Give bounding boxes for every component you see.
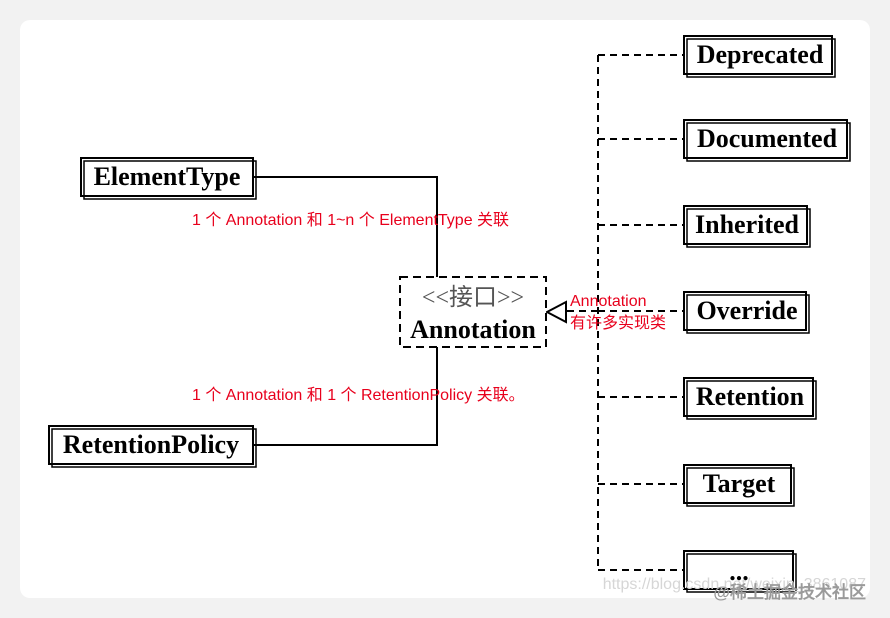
box-elementtype: ElementType xyxy=(80,157,257,200)
retentionpolicy-association-line xyxy=(253,347,438,446)
box-inherited: Inherited xyxy=(683,205,811,248)
author-watermark: @稀土掘金技术社区 xyxy=(713,583,866,602)
url-watermark: https://blog.csdn.net/weixin_3861087 xyxy=(602,576,866,593)
box-deprecated: Deprecated xyxy=(683,35,836,78)
box-retentionpolicy-label: RetentionPolicy xyxy=(63,430,239,459)
note-implementations-line1: Annotation xyxy=(570,293,647,310)
note-retentionpolicy-relation: 1 个 Annotation 和 1 个 RetentionPolicy 关联。 xyxy=(192,386,525,404)
box-elementtype-label: ElementType xyxy=(94,162,241,191)
box-inherited-label: Inherited xyxy=(695,210,800,239)
box-deprecated-label: Deprecated xyxy=(697,40,824,69)
box-override-label: Override xyxy=(696,296,797,325)
box-more: ... xyxy=(683,550,797,593)
interface-name: Annotation xyxy=(410,315,536,344)
diagram-card: <<接口>> Annotation ElementType RetentionP… xyxy=(20,20,870,598)
interface-stereotype: <<接口>> xyxy=(422,284,524,311)
box-target: Target xyxy=(683,464,795,507)
box-retention: Retention xyxy=(683,377,817,420)
box-override: Override xyxy=(683,291,810,334)
box-documented: Documented xyxy=(683,119,851,162)
note-implementations-line2: 有许多实现类 xyxy=(570,314,666,332)
implementation-connectors xyxy=(566,54,684,571)
note-elementtype-relation: 1 个 Annotation 和 1~n 个 ElementType 关联 xyxy=(192,211,509,229)
box-documented-label: Documented xyxy=(697,124,838,153)
box-retentionpolicy: RetentionPolicy xyxy=(48,425,257,468)
box-retention-label: Retention xyxy=(696,382,805,411)
uml-diagram: <<接口>> Annotation ElementType RetentionP… xyxy=(48,35,851,593)
box-target-label: Target xyxy=(703,469,776,498)
interface-annotation-box: <<接口>> Annotation xyxy=(399,276,547,348)
box-more-label: ... xyxy=(729,557,749,586)
elementtype-association-line xyxy=(253,176,438,277)
inheritance-arrowhead xyxy=(544,300,567,324)
